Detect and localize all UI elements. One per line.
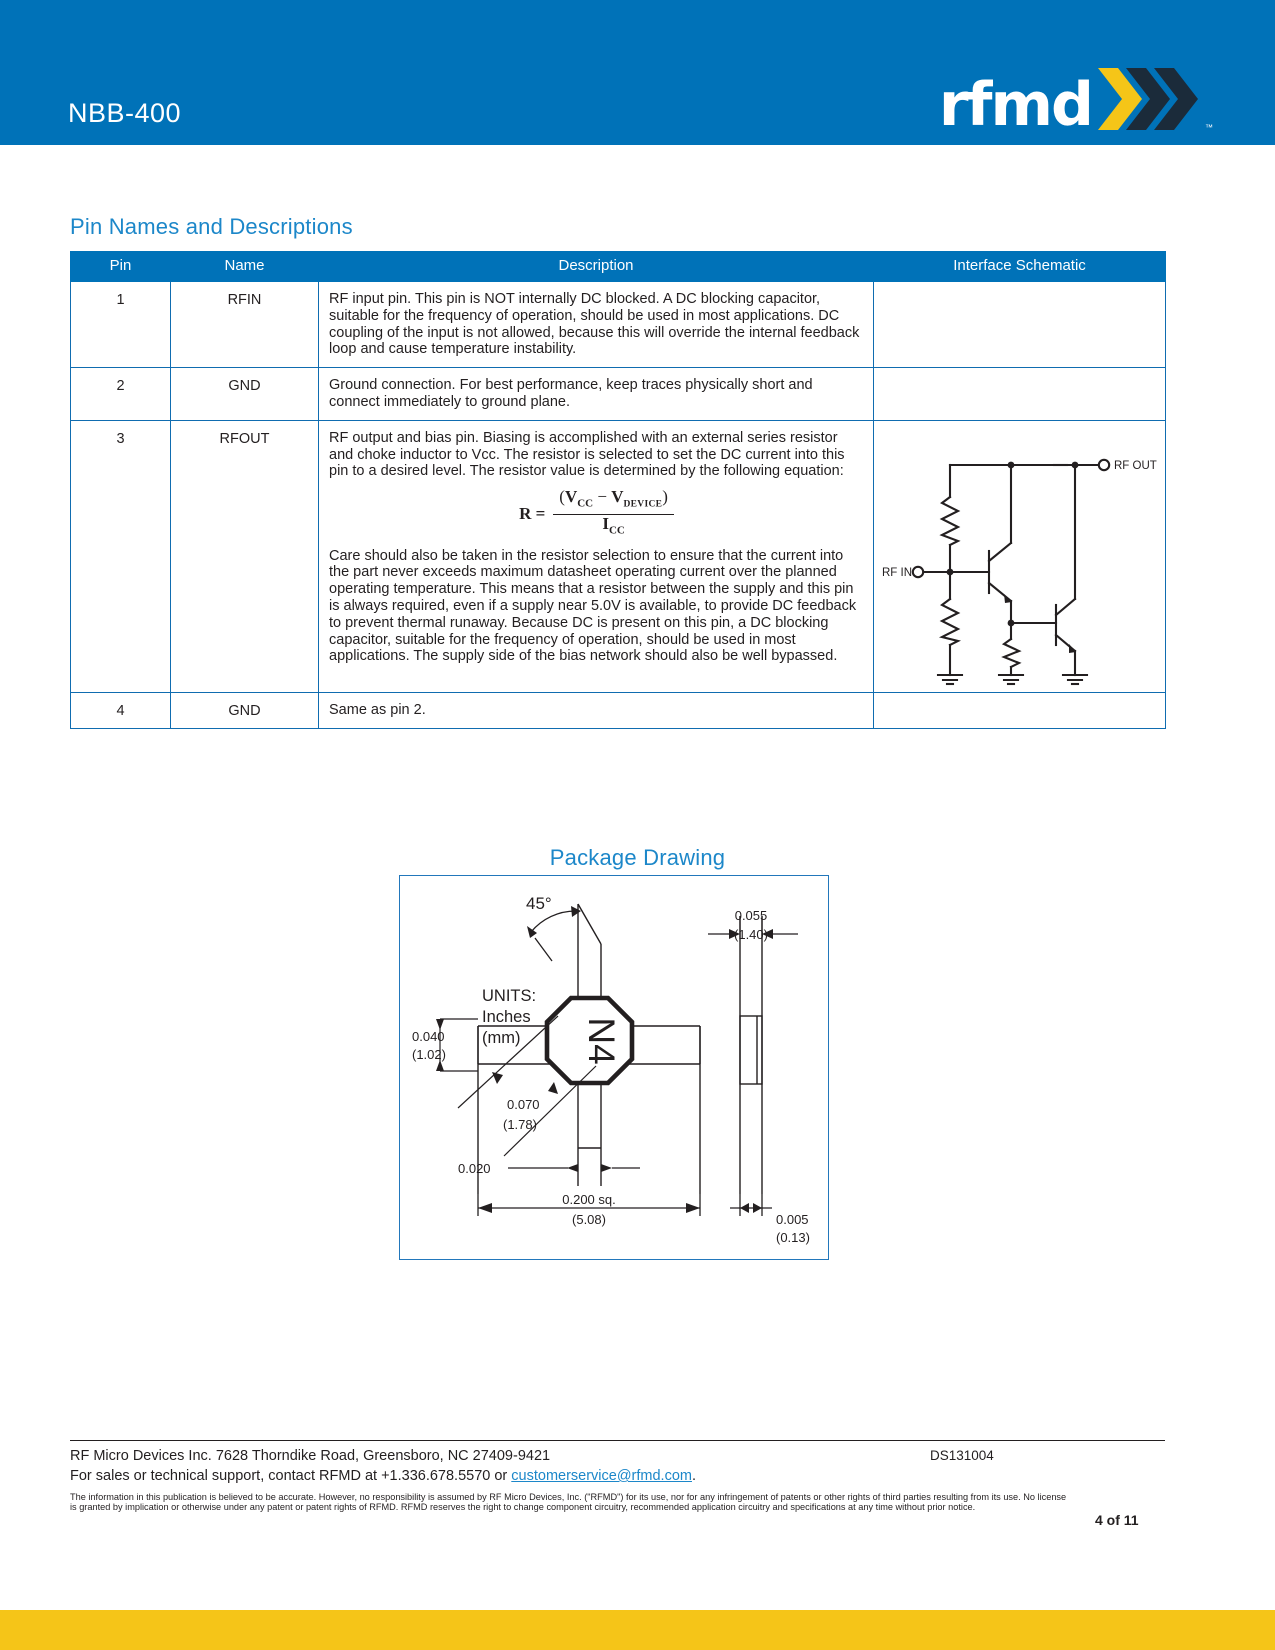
equation-denominator: ICC xyxy=(553,514,674,539)
table-row: 1 RFIN RF input pin. This pin is NOT int… xyxy=(70,280,1166,369)
cell-pin-name: GND xyxy=(170,691,319,729)
equation-numerator: (VCC − VDEVICE) xyxy=(559,487,668,510)
footer-support-line: For sales or technical support, contact … xyxy=(70,1468,696,1484)
table-row: 2 GND Ground connection. For best perfor… xyxy=(70,367,1166,421)
cell-pin-number: 3 xyxy=(70,419,171,693)
schematic-label-rf-in: RF IN xyxy=(882,567,912,579)
footer-support-suffix: . xyxy=(691,1468,697,1484)
cell-interface-schematic: RF IN RF OUT xyxy=(873,419,1166,693)
column-header-name: Name xyxy=(170,251,319,282)
trademark-symbol: ™ xyxy=(1205,123,1213,132)
page-number: 4 of 11 xyxy=(1095,1512,1139,1528)
column-header-interface-schematic: Interface Schematic xyxy=(873,251,1166,282)
column-header-description: Description xyxy=(318,251,874,282)
cell-interface-schematic xyxy=(873,691,1166,729)
document-number: DS131004 xyxy=(930,1448,994,1463)
angle-dimension-label: 45° xyxy=(526,894,552,913)
pin-section-title: Pin Names and Descriptions xyxy=(70,214,353,239)
part-number-title: NBB-400 xyxy=(68,98,182,128)
cell-pin-name: RFOUT xyxy=(170,419,319,693)
table-row: 3 RFOUT RF output and bias pin. Biasing … xyxy=(70,419,1166,693)
description-paragraph-before-equation: RF output and bias pin. Biasing is accom… xyxy=(329,429,845,480)
footer-support-prefix: For sales or technical support, contact … xyxy=(70,1468,512,1484)
dimension-side-thickness-mm: (1.40) xyxy=(734,927,768,942)
cell-pin-name: GND xyxy=(170,367,319,421)
column-header-pin: Pin xyxy=(70,251,171,282)
cell-pin-number: 1 xyxy=(70,280,171,369)
rfmd-logo-wordmark: rfmd xyxy=(938,70,1094,140)
table-row: 4 GND Same as pin 2. xyxy=(70,691,1166,729)
units-label-line3: (mm) xyxy=(482,1029,520,1047)
rfmd-logo: rfmd ™ xyxy=(938,62,1213,140)
package-body-octagon xyxy=(544,995,635,1086)
schematic-label-rf-out: RF OUT xyxy=(1114,460,1157,472)
rfmd-chevrons-icon xyxy=(1096,66,1204,132)
package-section-title: Package Drawing xyxy=(549,845,726,870)
table-header-row: Pin Name Description Interface Schematic xyxy=(70,251,1166,282)
interface-schematic-diagram: RF IN RF OUT xyxy=(874,421,1165,692)
page-header: NBB-400 rfmd ™ xyxy=(0,0,1275,145)
dimension-body-diagonal-inches: 0.070 xyxy=(507,1097,540,1112)
legal-disclaimer: The information in this publication is b… xyxy=(70,1492,1067,1513)
cell-pin-description: Same as pin 2. xyxy=(318,691,874,729)
cell-pin-number: 4 xyxy=(70,691,171,729)
units-label-line1: UNITS: xyxy=(482,987,536,1005)
cell-pin-name: RFIN xyxy=(170,280,319,369)
footer-divider xyxy=(70,1440,1165,1441)
equation-lhs: R = xyxy=(519,503,546,523)
dimension-lead-width-inches: 0.020 xyxy=(458,1161,491,1176)
description-paragraph-after-equation: Care should also be taken in the resisto… xyxy=(329,547,857,665)
dimension-side-thickness-inches: 0.055 xyxy=(735,908,768,923)
bottom-accent-bar xyxy=(0,1610,1275,1650)
package-marking-label: N4 xyxy=(581,1017,622,1064)
cell-interface-schematic xyxy=(873,367,1166,421)
dimension-overall-inches: 0.200 sq. xyxy=(562,1192,616,1207)
cell-pin-description: RF output and bias pin. Biasing is accom… xyxy=(318,419,874,693)
dimension-lead-height-inches: 0.040 xyxy=(412,1029,445,1044)
dimension-side-lead-mm: (0.13) xyxy=(776,1230,810,1245)
dimension-lead-height-mm: (1.02) xyxy=(412,1047,446,1062)
package-drawing-figure: N4 45° UNITS: Inches (mm) 0.040 (1.02) xyxy=(399,875,829,1260)
cell-pin-description: Ground connection. For best performance,… xyxy=(318,367,874,421)
cell-pin-number: 2 xyxy=(70,367,171,421)
cell-interface-schematic xyxy=(873,280,1166,369)
units-label-line2: Inches xyxy=(482,1008,531,1026)
pin-names-table: Pin Name Description Interface Schematic… xyxy=(70,251,1166,729)
customer-service-email-link[interactable]: customerservice@rfmd.com xyxy=(511,1468,692,1484)
dimension-body-diagonal-mm: (1.78) xyxy=(503,1117,537,1132)
resistor-equation: R = (VCC − VDEVICE) ICC xyxy=(329,487,864,539)
cell-pin-description: RF input pin. This pin is NOT internally… xyxy=(318,280,874,369)
footer-company-address: RF Micro Devices Inc. 7628 Thorndike Roa… xyxy=(70,1448,551,1464)
dimension-side-lead-inches: 0.005 xyxy=(776,1212,809,1227)
dimension-overall-mm: (5.08) xyxy=(572,1212,606,1227)
